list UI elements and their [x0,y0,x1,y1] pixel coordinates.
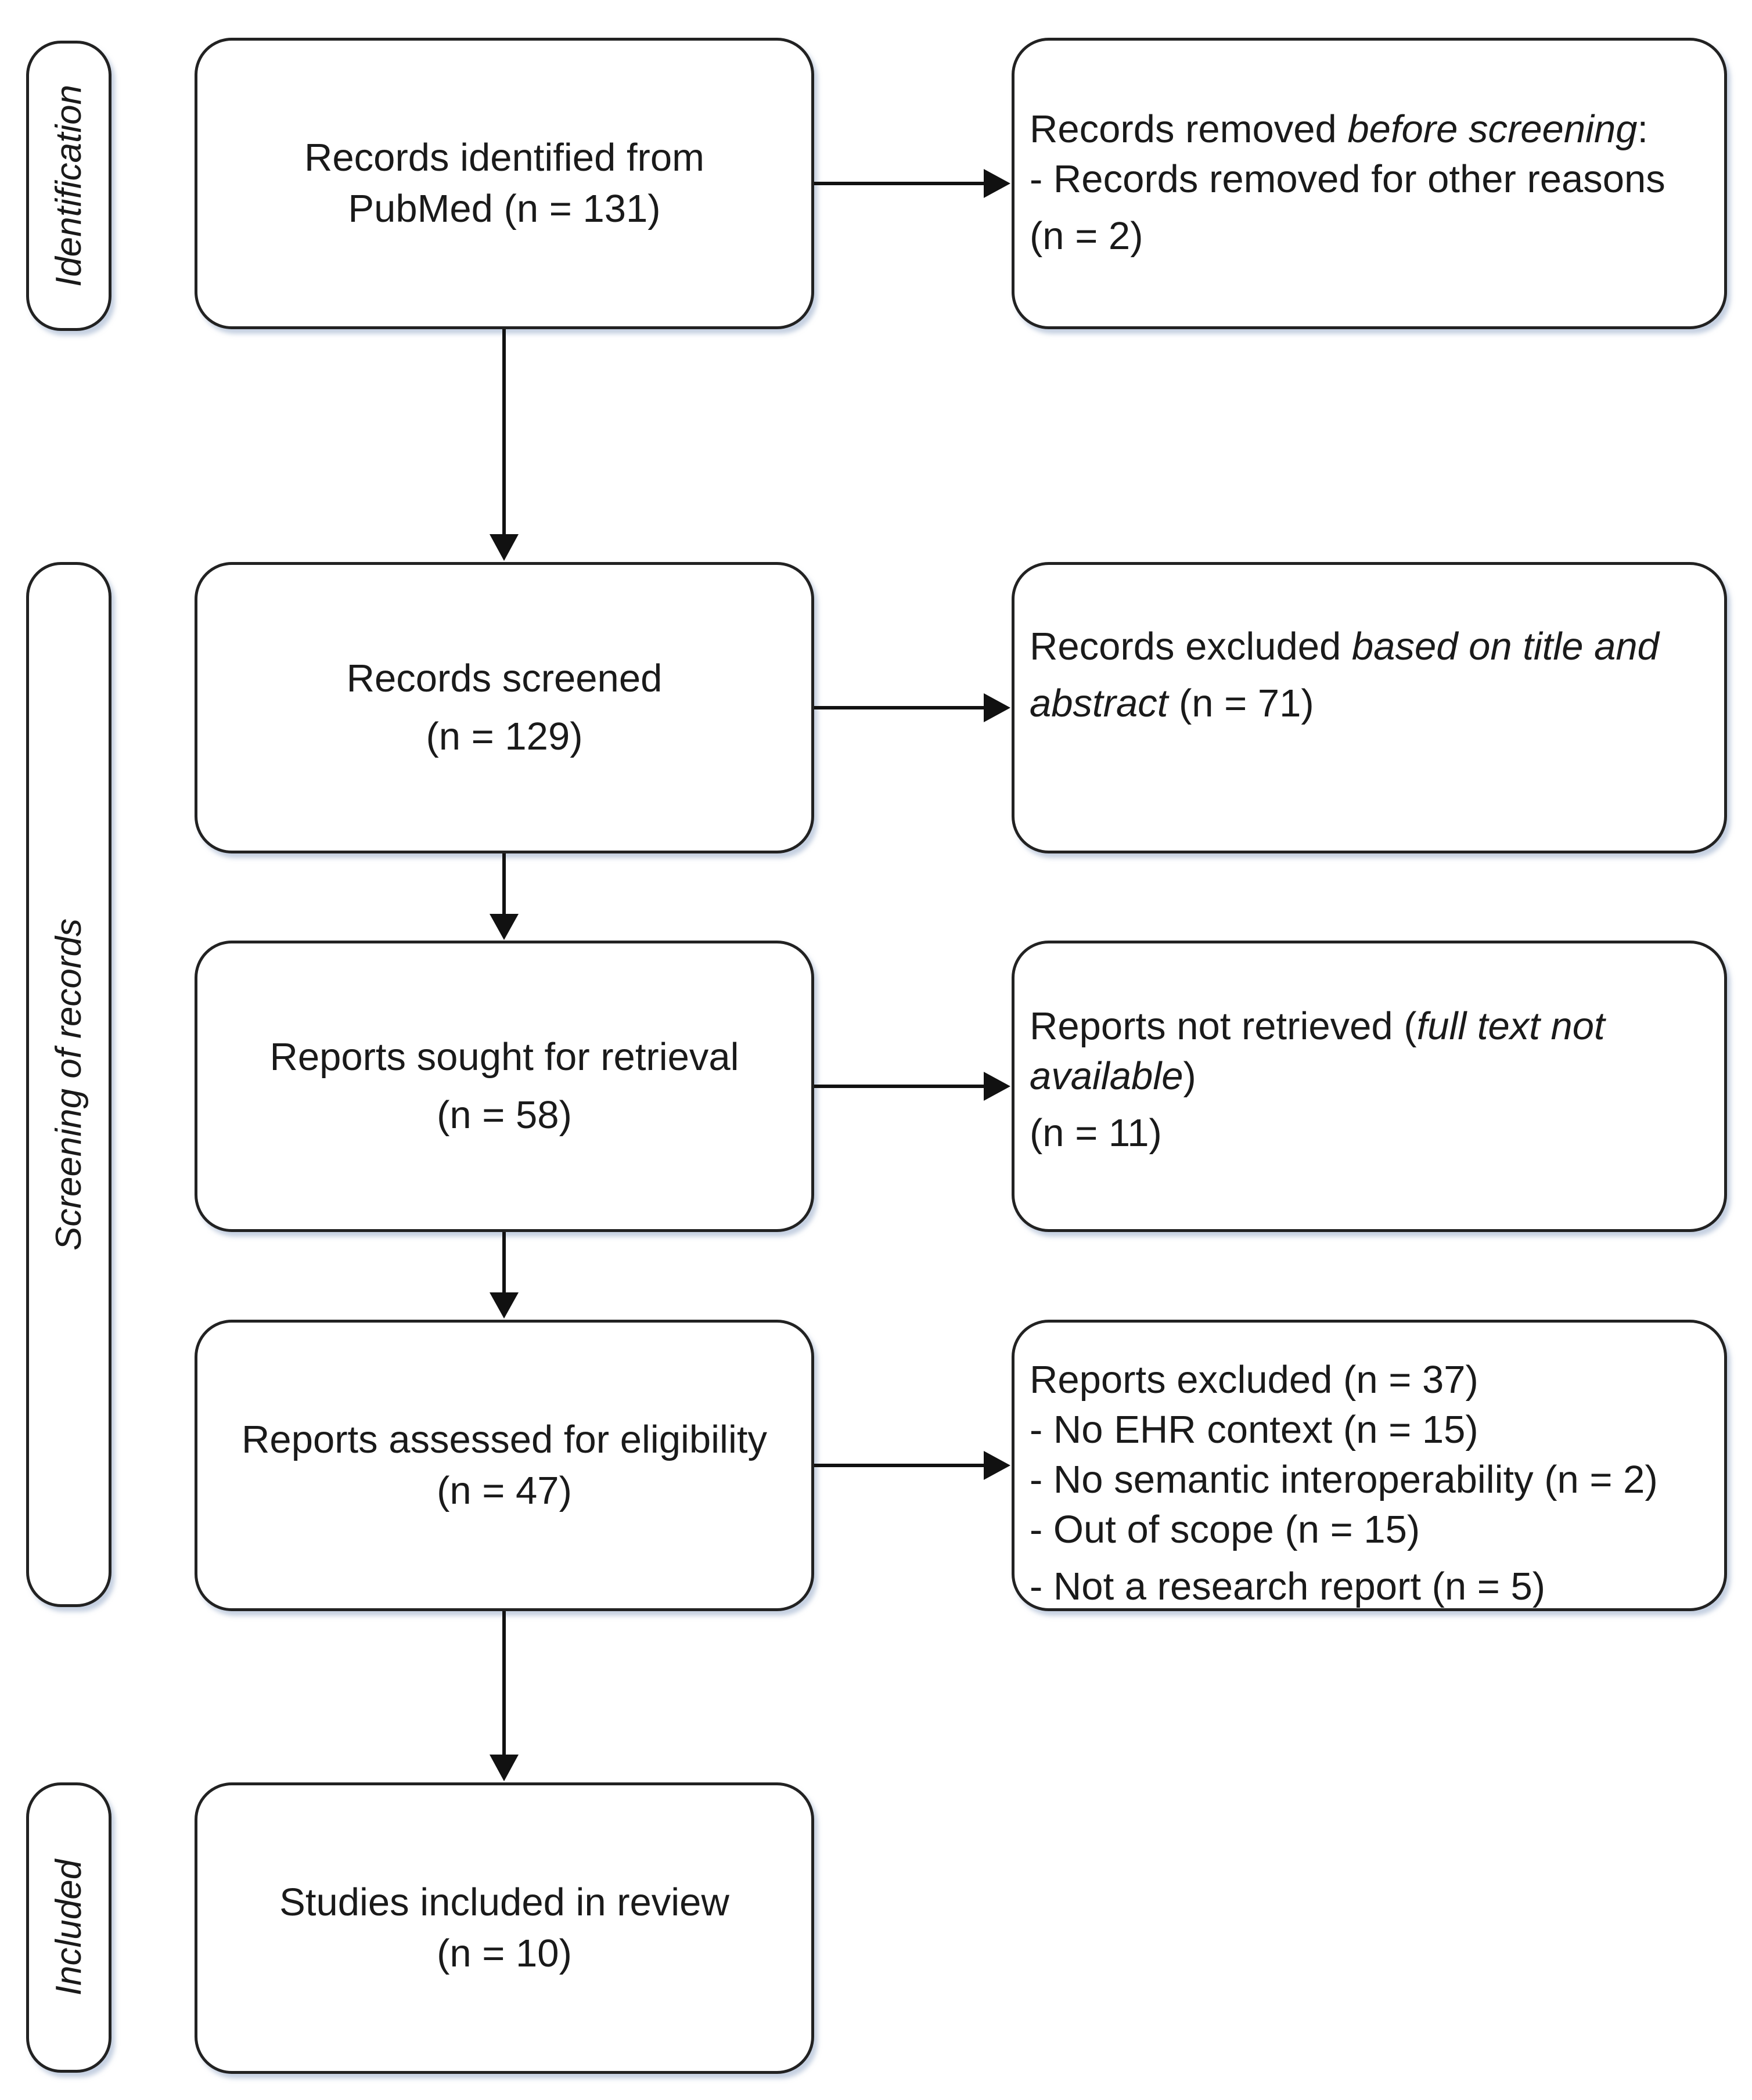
records-removed-box: Records removed before screening: - Reco… [1012,38,1727,329]
arrow-sought-to-not-retrieved-head [984,1072,1010,1101]
studies-included-line1: Studies included in review [279,1881,729,1924]
arrow-identified-to-screened-head [490,534,519,561]
records-identified-box: Records identified from PubMed (n = 131) [195,38,814,329]
reports-not-retrieved-line2: available) [1030,1054,1196,1098]
records-excluded-box: Records excluded based on title and abst… [1012,562,1727,853]
stage-included: Included [26,1782,111,2073]
arrow-identified-to-removed-head [984,169,1010,198]
records-identified-line1: Records identified from [304,136,704,179]
arrow-screened-to-excluded-head [984,693,1010,722]
records-removed-count: (n = 2) [1030,214,1143,258]
arrow-assessed-to-included-head [490,1755,519,1781]
records-removed-item: - Records removed for other reasons [1030,157,1665,201]
reports-assessed-line1: Reports assessed for eligibility [242,1418,767,1461]
reports-excluded-item: - Out of scope (n = 15) [1030,1508,1420,1551]
arrow-assessed-to-reports-excluded-head [984,1451,1010,1480]
records-excluded-line2: abstract (n = 71) [1030,682,1314,725]
reports-assessed-box: Reports assessed for eligibility (n = 47… [195,1320,814,1611]
records-excluded-line1: Records excluded based on title and [1030,625,1659,668]
reports-not-retrieved-box: Reports not retrieved (full text not ava… [1012,941,1727,1232]
reports-sought-line2: (n = 58) [437,1093,572,1137]
reports-excluded-item: - No semantic interoperability (n = 2) [1030,1458,1658,1501]
reports-sought-line1: Reports sought for retrieval [269,1035,739,1079]
records-screened-line2: (n = 129) [426,715,583,758]
records-identified-line2: PubMed (n = 131) [348,187,661,230]
records-screened-box: Records screened (n = 129) [195,562,814,853]
arrow-screened-to-sought-head [490,914,519,940]
studies-included-box: Studies included in review (n = 10) [195,1782,814,2074]
records-removed-heading: Records removed before screening: [1030,107,1649,151]
arrow-sought-to-assessed-head [490,1292,519,1319]
reports-excluded-item: - No EHR context (n = 15) [1030,1408,1478,1451]
reports-assessed-line2: (n = 47) [437,1469,572,1512]
reports-excluded-box: Reports excluded (n = 37) - No EHR conte… [1012,1320,1727,1611]
reports-not-retrieved-line1: Reports not retrieved (full text not [1030,1004,1605,1048]
stage-screening: Screening of records [26,562,111,1607]
studies-included-line2: (n = 10) [437,1932,572,1975]
reports-not-retrieved-count: (n = 11) [1030,1111,1162,1155]
reports-excluded-header: Reports excluded (n = 37) [1030,1358,1478,1402]
records-screened-line1: Records screened [346,657,663,700]
reports-sought-box: Reports sought for retrieval (n = 58) [195,941,814,1232]
reports-excluded-item: - Not a research report (n = 5) [1030,1565,1546,1608]
stage-identification: Identification [26,41,111,331]
